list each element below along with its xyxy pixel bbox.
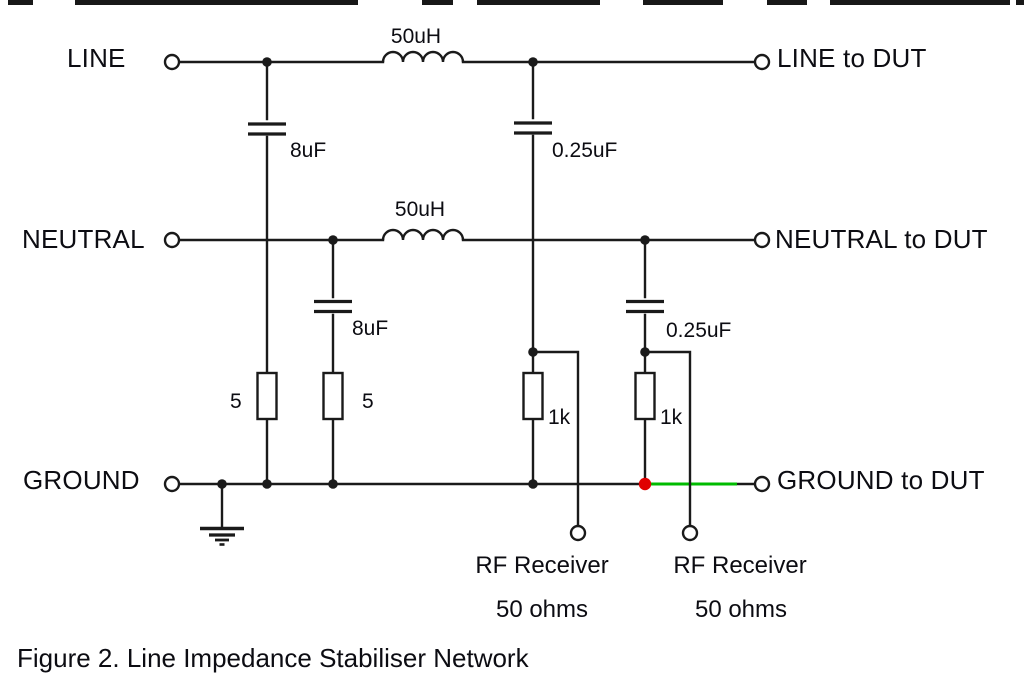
terminal-label-ground: GROUND [23, 465, 140, 495]
line-025uf-capacitor-symbol [514, 121, 552, 135]
inductor-symbols [381, 50, 465, 241]
terminal-circles [163, 53, 771, 542]
rf-receiver-1-branch-wire [531, 350, 580, 528]
neutral-8uf-capacitor-symbol [314, 299, 352, 314]
inductor-label-neutral: 50uH [394, 198, 446, 221]
resistor-label-1k-neutral: 1k [660, 406, 683, 429]
component-column-wires [265, 60, 692, 528]
line-1k-resistor-symbol [522, 371, 544, 421]
line-8uf-capacitor-symbol [248, 122, 286, 136]
terminal-label-line: LINE [67, 43, 126, 73]
rf-receiver-1-impedance: 50 ohms [495, 596, 589, 623]
earth-ground-symbol [200, 484, 244, 546]
inductor-label-line: 50uH [390, 25, 442, 48]
capacitor-label-line-8uf: 8uF [290, 139, 327, 162]
ground-output-terminal [753, 475, 771, 493]
terminal-label-ground-to-dut: GROUND to DUT [777, 465, 985, 495]
line-5ohm-resistor-symbol [256, 371, 278, 421]
rf-receiver-2-terminal [681, 524, 699, 542]
figure-caption: Figure 2. Line Impedance Stabiliser Netw… [17, 643, 529, 673]
neutral-output-terminal [753, 231, 771, 249]
rf-receiver-2-impedance: 50 ohms [694, 596, 788, 623]
capacitor-label-neutral-025uf: 0.25uF [666, 319, 732, 342]
capacitor-label-neutral-8uf: 8uF [352, 317, 389, 340]
capacitor-label-line-025uf: 0.25uF [552, 139, 618, 162]
terminal-label-line-to-dut: LINE to DUT [777, 43, 927, 73]
rf-receiver-2-branch-wire [643, 350, 692, 528]
resistor-label-5-neutral: 5 [362, 390, 374, 413]
line-inductor-symbol [381, 50, 465, 63]
resistor-label-1k-line: 1k [548, 406, 571, 429]
resistor-symbols [256, 371, 656, 421]
neutral-1k-resistor-symbol [634, 371, 656, 421]
terminal-label-neutral: NEUTRAL [22, 224, 145, 254]
highlight-node-dot [638, 477, 652, 491]
neutral-input-terminal [163, 231, 181, 249]
line-input-terminal [163, 53, 181, 71]
capacitor-symbols [248, 121, 664, 314]
terminal-label-neutral-to-dut: NEUTRAL to DUT [775, 224, 988, 254]
rf-receiver-2-label: RF Receiver [673, 552, 807, 579]
neutral-inductor-symbol [381, 228, 465, 241]
junction-dots [217, 57, 650, 489]
neutral-025uf-capacitor-symbol [626, 299, 664, 314]
line-output-terminal [753, 53, 771, 71]
ground-input-terminal [163, 475, 181, 493]
rail-wires [177, 60, 757, 486]
rf-receiver-1-label: RF Receiver [475, 552, 609, 579]
rf-receiver-1-terminal [569, 524, 587, 542]
neutral-5ohm-resistor-symbol [322, 371, 344, 421]
resistor-label-5-line: 5 [230, 390, 242, 413]
